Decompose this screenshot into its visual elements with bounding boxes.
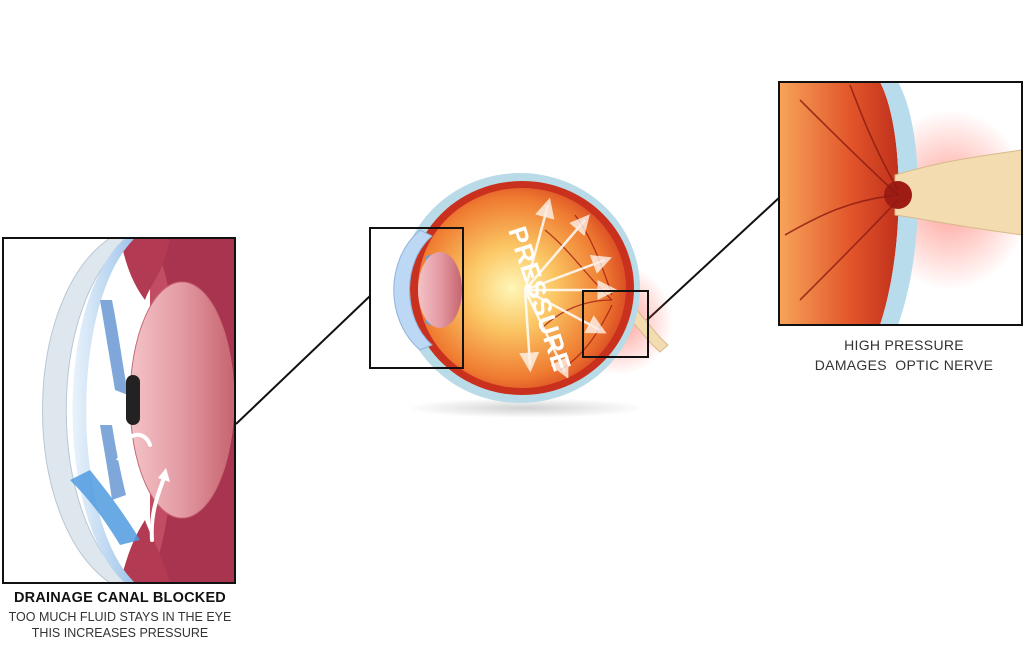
inset-drainage <box>3 238 240 583</box>
connector-line-left <box>236 296 370 424</box>
lens <box>418 252 462 328</box>
center-eye: PRESSURE <box>370 173 673 418</box>
left-caption-title: DRAINAGE CANAL BLOCKED <box>0 590 240 606</box>
right-caption-line1: HIGH PRESSURE <box>780 337 1024 353</box>
inset-pupil <box>126 375 140 425</box>
inset-lens <box>130 282 234 518</box>
left-caption-line2: THIS INCREASES PRESSURE <box>0 626 240 640</box>
right-caption: HIGH PRESSURE DAMAGES OPTIC NERVE <box>780 333 1024 373</box>
inset-optic-nerve <box>779 82 1024 325</box>
left-caption-line1: TOO MUCH FLUID STAYS IN THE EYE <box>0 610 240 624</box>
right-caption-line2: DAMAGES OPTIC NERVE <box>780 357 1024 373</box>
left-caption: DRAINAGE CANAL BLOCKED TOO MUCH FLUID ST… <box>0 590 240 640</box>
